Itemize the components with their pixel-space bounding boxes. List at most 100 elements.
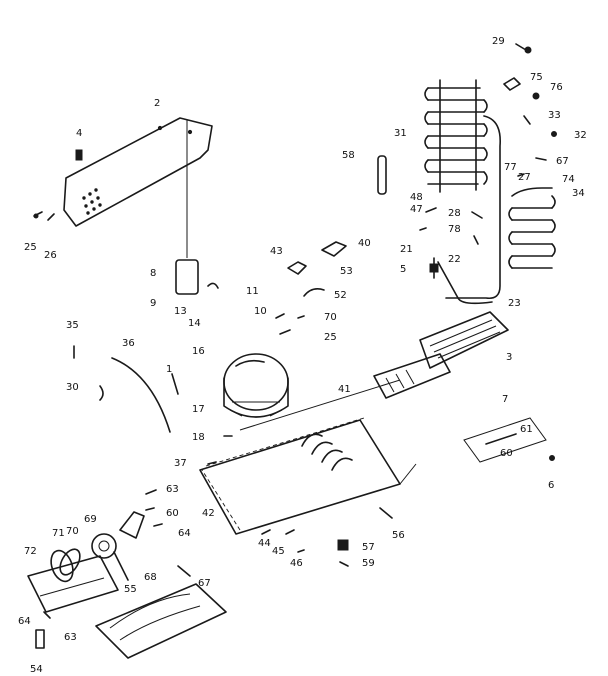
drain-tray	[95, 583, 227, 659]
callout: 25	[324, 332, 337, 343]
callout: 60	[166, 508, 179, 519]
callout: 7	[502, 394, 508, 405]
callout: 77	[504, 162, 517, 173]
callout: 28	[448, 208, 461, 219]
callout: 37	[174, 458, 187, 469]
callout: 67	[198, 578, 211, 589]
drain-pan	[373, 311, 509, 399]
callout: 30	[66, 382, 79, 393]
callout: 70	[66, 526, 79, 537]
callout: 55	[124, 584, 137, 595]
tube-36	[111, 357, 171, 433]
callout: 32	[574, 130, 587, 141]
wire-30	[99, 385, 104, 401]
callout: 70	[324, 312, 337, 323]
callout: 34	[572, 188, 585, 199]
callout: 40	[358, 238, 371, 249]
callout: 72	[24, 546, 37, 557]
callout: 69	[84, 514, 97, 525]
callout: 63	[64, 632, 77, 643]
callout: 47	[410, 204, 423, 215]
callout: 53	[340, 266, 353, 277]
callout: 25	[24, 242, 37, 253]
callout: 43	[270, 246, 283, 257]
callout: 75	[530, 72, 543, 83]
bracket-7	[463, 417, 555, 463]
callout: 48	[410, 192, 423, 203]
callout: 68	[144, 572, 157, 583]
callout: 44	[258, 538, 271, 549]
drier-21-22	[429, 257, 493, 305]
screw-67-lower	[177, 565, 191, 577]
grommet-57-59	[337, 539, 349, 567]
fan-shroud	[27, 555, 119, 613]
callout: 74	[562, 174, 575, 185]
compressor	[223, 353, 289, 418]
callout: 64	[178, 528, 191, 539]
screws-63-60-64	[145, 489, 163, 527]
callout: 22	[448, 254, 461, 265]
relay-assembly	[175, 120, 219, 295]
callout: 31	[394, 128, 407, 139]
base-pan	[199, 379, 417, 535]
callout: 27	[518, 172, 531, 183]
callout: 2	[154, 98, 160, 109]
screw-37-42-18	[207, 435, 233, 465]
callout: 4	[76, 128, 82, 139]
callout: 54	[30, 664, 43, 675]
parts-44-45-46	[261, 529, 305, 553]
callout: 17	[192, 404, 205, 415]
callout: 21	[400, 244, 413, 255]
callout: 76	[550, 82, 563, 93]
wire-1	[171, 373, 179, 395]
callout: 13	[174, 306, 187, 317]
callout: 26	[44, 250, 57, 261]
callout: 3	[506, 352, 512, 363]
screw-33-32	[523, 115, 557, 137]
connector-54	[35, 629, 45, 649]
callout: 11	[246, 286, 259, 297]
callout: 35	[66, 320, 79, 331]
callout: 36	[122, 338, 135, 349]
tube-58	[377, 155, 387, 195]
screw-25-26	[33, 211, 55, 221]
screw-64-63-left	[43, 611, 51, 619]
screw-29	[515, 43, 532, 54]
fan-motor	[91, 511, 145, 581]
callout: 78	[448, 224, 461, 235]
callout: 45	[272, 546, 285, 557]
callout: 5	[400, 264, 406, 275]
callout: 67	[556, 156, 569, 167]
bracket-40	[321, 241, 347, 257]
callout: 10	[254, 306, 267, 317]
callout: 18	[192, 432, 205, 443]
callout: 9	[150, 298, 156, 309]
callout: 58	[342, 150, 355, 161]
callout: 8	[150, 268, 156, 279]
callout: 71	[52, 528, 65, 539]
callout: 23	[508, 298, 521, 309]
clip-56	[379, 507, 393, 519]
callout: 57	[362, 542, 375, 553]
clip-10-70	[275, 313, 305, 335]
callout: 16	[192, 346, 205, 357]
callout: 63	[166, 484, 179, 495]
screw-4	[75, 149, 83, 161]
callout: 14	[188, 318, 201, 329]
defrost-heater	[508, 187, 556, 269]
callout: 61	[520, 424, 533, 435]
evaporator-coil	[424, 79, 501, 300]
callout: 6	[548, 480, 554, 491]
callout: 42	[202, 508, 215, 519]
callout: 59	[362, 558, 375, 569]
callout: 29	[492, 36, 505, 47]
callout-labels: 29 75 76 2 33 32 31 4 58 67 27 74 34 77 …	[18, 36, 587, 675]
callout: 52	[334, 290, 347, 301]
callout: 1	[166, 364, 172, 375]
callout: 60	[500, 448, 513, 459]
callout: 33	[548, 110, 561, 121]
callout: 46	[290, 558, 303, 569]
callout: 56	[392, 530, 405, 541]
